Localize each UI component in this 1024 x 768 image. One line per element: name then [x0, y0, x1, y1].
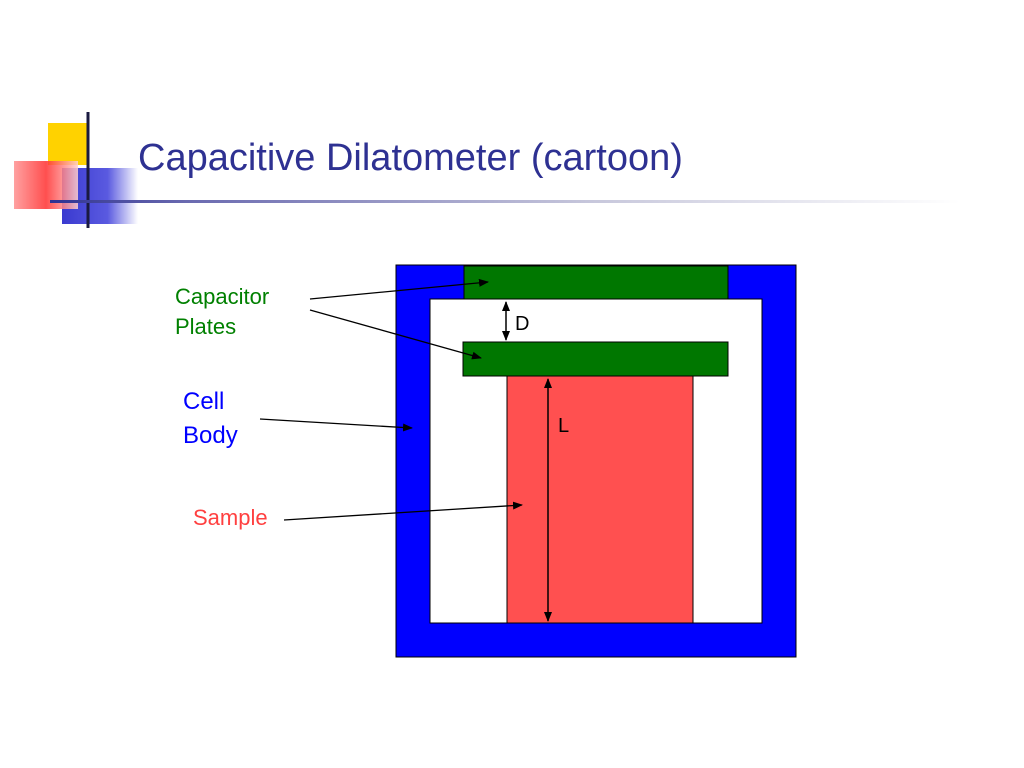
- cell-body-label-line1: Cell: [183, 388, 224, 415]
- length-label: L: [558, 415, 569, 437]
- capacitor-plate-bottom: [462, 341, 729, 377]
- slide-title: Capacitive Dilatometer (cartoon): [138, 137, 683, 179]
- cell-body-pointer: [259, 418, 413, 432]
- capacitor-plates-label-line2: Plates: [175, 314, 236, 339]
- capacitor-plates-label-line1: Capacitor: [175, 284, 269, 309]
- sample-pointer: [283, 501, 523, 521]
- gap-label: D: [515, 313, 529, 335]
- slide-decoration: [14, 112, 960, 228]
- capacitor-bottom-pointer: [309, 309, 482, 360]
- capacitor-top-pointer: [309, 278, 489, 300]
- capacitor-plate-top: [463, 265, 729, 300]
- sample-label: Sample: [193, 505, 268, 530]
- deco-yellow-square: [48, 123, 88, 165]
- sample-block: [506, 375, 694, 624]
- cell-body-label-line2: Body: [183, 422, 238, 449]
- title-underline: [50, 200, 960, 203]
